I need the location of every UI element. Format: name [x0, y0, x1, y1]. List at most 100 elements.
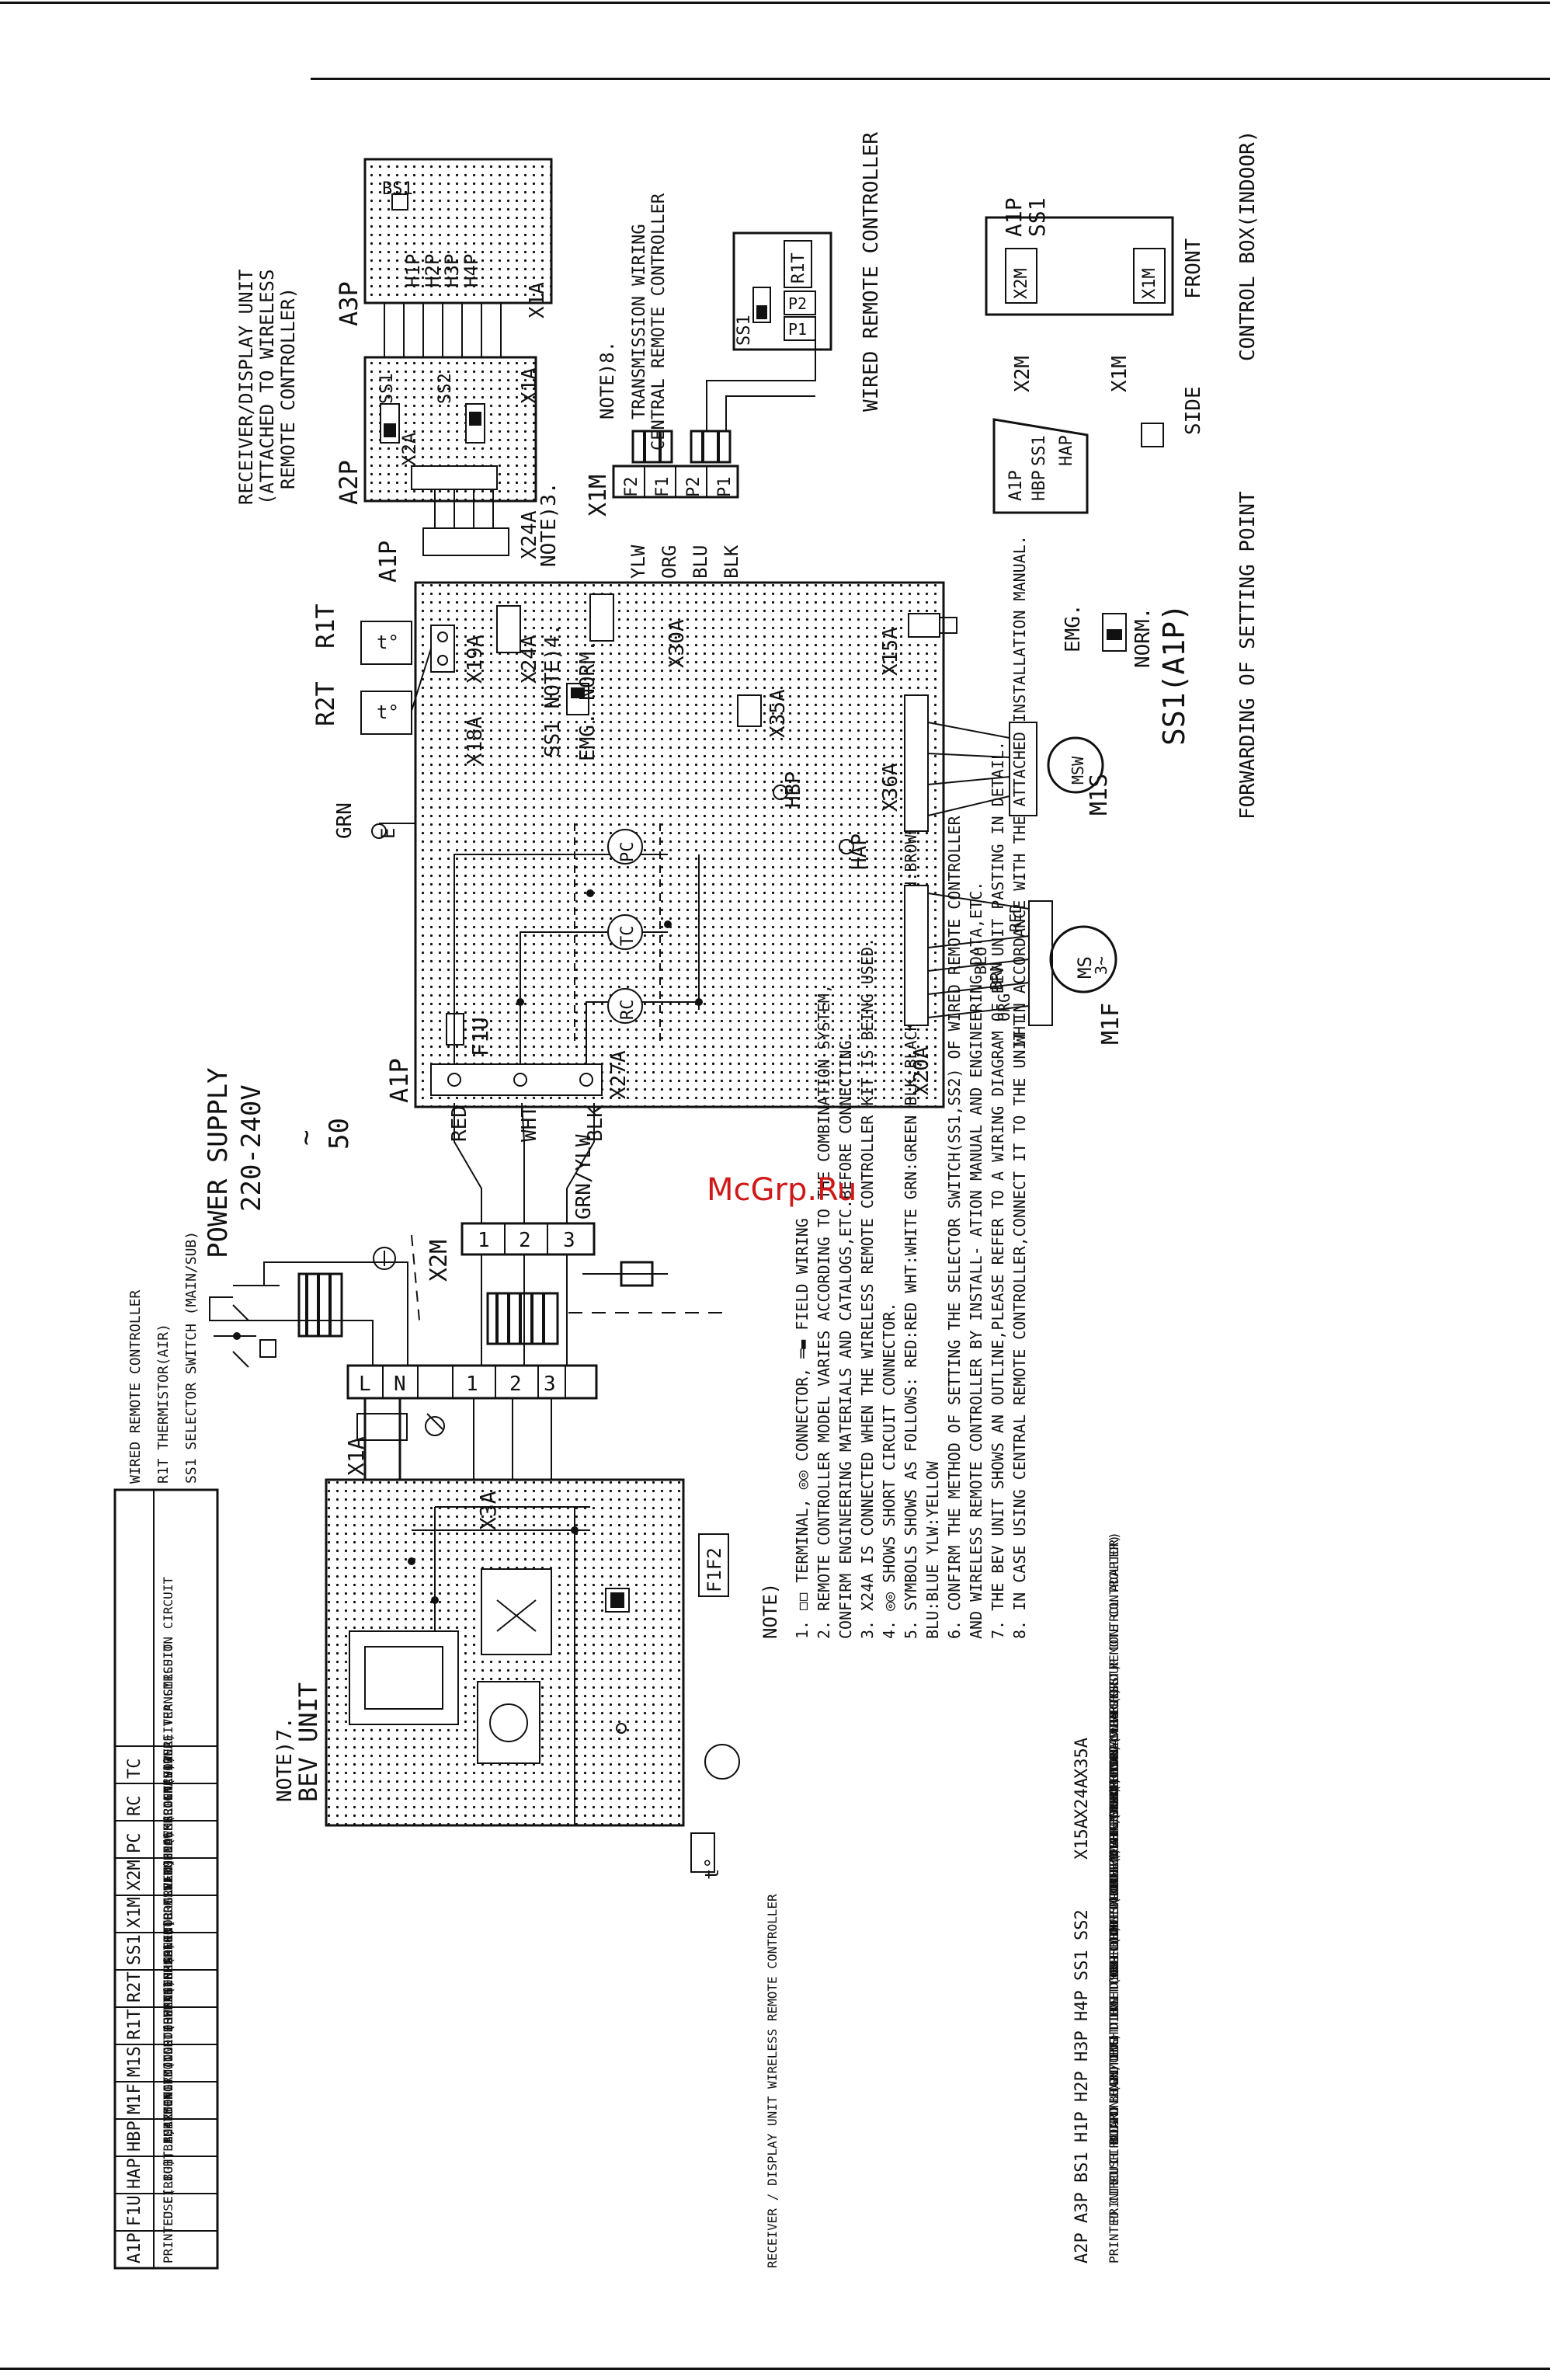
note-item: 7. THE BEV UNIT SHOWS AN OUTLINE,PLEASE … [989, 741, 1007, 1639]
x24a-label: X24A [518, 635, 541, 684]
legend-code: R1T [125, 2009, 144, 2040]
hbp-label: HBP [782, 771, 805, 808]
wire-blk-x1m: BLK [721, 545, 742, 579]
main-pcb: A1P X27A F1U PC TC RC X18A X19A X24A [333, 581, 957, 1108]
legend-desc: SIGNAL RECEIVER CIRCUIT [161, 1644, 176, 1816]
control-box-indoor: A1P SS1 X2M X1M FRONT CONTROL BOX(INDOOR… [985, 130, 1260, 514]
wire-ylw: YLW [627, 545, 649, 579]
ss1-note4-label: SS1 NOTE)4. [541, 624, 565, 757]
side-label: SIDE [1182, 386, 1205, 435]
x1m-label: X1M [585, 475, 612, 517]
legend-code: X15A [1072, 1818, 1092, 1860]
pc-label: PC [618, 842, 638, 863]
wire-grn-ylw: GRN/YLW [572, 1134, 596, 1220]
legend-desc: LIGHT EMITTING DIODE (FILTER SIGN-RED) [1107, 1777, 1121, 2062]
legend-desc: PRINTED CIRCUIT BOARD [161, 2107, 176, 2263]
note-item: 4. ◎◎ SHOWS SHORT CIRCUIT CONNECTOR. [880, 1303, 898, 1639]
f1u-label: F1U [467, 1017, 493, 1056]
legend-desc: CONNECTOR (WIRELESS REMOTE CONTROLLER) [1107, 1535, 1121, 1819]
a2p-x1a-label: X1A [518, 367, 541, 404]
bev-unit: NOTE)7. BEV UNIT X1A X3A F1F2 t° [273, 1436, 740, 1880]
legend-desc: SELECTOR SWITCH (EMERGENCY) [161, 1763, 176, 1965]
term-1: 1 [466, 1373, 478, 1396]
receiver-line-3: REMOTE CONTROLLER) [277, 287, 299, 489]
x24a-note-label: X24A [518, 510, 541, 559]
note-item: BLU:BLUE YLW:YELLOW [923, 1460, 942, 1639]
x20a-label: X20A [910, 1046, 933, 1095]
emg-norm-label: EMG. NORM. [576, 639, 599, 761]
legend-code: H1P [1072, 2111, 1092, 2142]
legend-desc: PUSH BUTTON (ON/OFF) [1107, 2033, 1121, 2183]
x36a-label: X36A [879, 763, 902, 812]
central-remote-label: CENTRAL REMOTE CONTROLLER [649, 193, 669, 451]
note-item: 6. CONFIRM THE METHOD OF SETTING THE SEL… [945, 815, 964, 1639]
wire-wht-motor: WHT [1010, 1017, 1029, 1045]
note-item: CONFIRM ENGINEERING MATERIALS AND CATALO… [836, 1031, 855, 1639]
bottom-rule [0, 2368, 1550, 2370]
legend-desc: MOTOR (INDOOR FAN) [161, 1980, 176, 2114]
m1f-label: M1F [1097, 1003, 1124, 1045]
legend-wired-row: SS1 SELECTOR SWITCH (MAIN/SUB) [183, 1231, 200, 1484]
a2p-ss2-label: SS2 [436, 373, 455, 404]
msw-label: MSW [1069, 756, 1087, 785]
term-3: 3 [544, 1373, 556, 1396]
wired-p2-label: P2 [788, 294, 807, 313]
x1m-transmission: X1M F2 F1 P2 P1 YLW ORG BLU BLK NOTE)8. … [585, 193, 816, 579]
x1m-p1: P1 [715, 477, 735, 498]
frequency-label: 50 [324, 1118, 355, 1150]
legend-desc: LIGHT EMITTING DIODE (DEFROST-ORENGE) [1107, 1745, 1121, 2021]
x2m-term-2: 2 [519, 1229, 531, 1252]
legend-code: R2T [125, 1971, 144, 2002]
r2t-t-label: t° [377, 701, 399, 723]
x19a-label: X19A [464, 635, 487, 684]
a1p-board [414, 581, 945, 1108]
wire-blu-motor: BLU [971, 947, 990, 975]
legend-code: SS1 [1072, 1950, 1092, 1981]
r1t-t-label: t° [377, 632, 399, 653]
legend-desc: PRINTED CIRCUIT BOARD [1107, 2107, 1121, 2263]
watermark: McGrp.Ru [707, 1172, 857, 1208]
tilde-label: ~ [290, 1130, 321, 1146]
front-label: FRONT [1182, 238, 1205, 299]
notes-block: NOTE) 1. ◻◻ TERMINAL, ◎◎ CONNECTOR, ═▬ F… [759, 535, 1029, 1639]
header-rule [311, 78, 1550, 80]
cb-x2m-label: X2M [1012, 268, 1031, 299]
legend-desc: LIGHT EMITTING DIODE (ON-GREEN) [161, 1919, 176, 2152]
hap-label: HAP [848, 833, 871, 870]
legend-desc: TERMINAL BLOCK(POWER) [161, 1734, 176, 1891]
bev-f1f2-label: F1F2 [704, 1547, 725, 1592]
legend-code: A2P [1072, 2232, 1092, 2263]
x15a-label: X15A [879, 627, 902, 676]
legend-desc: PRINTED CIRCUIT BOARD [1107, 2066, 1121, 2223]
note7-label: NOTE)7. [273, 1717, 297, 1802]
legend-desc: CONNECTOR FOR OPTIONAL PARTS [1107, 1690, 1121, 1900]
h2p-label: H2P [422, 254, 443, 287]
legend-code: SS2 [1072, 1909, 1092, 1940]
x35a-label: X35A [766, 689, 790, 738]
x2m-term-1: 1 [478, 1229, 490, 1252]
x27a-label: X27A [607, 1050, 631, 1099]
side-hap-label: HAP [1057, 435, 1076, 466]
legend-code: M1S [125, 2046, 144, 2077]
receiver-line-1: RECEIVER/DISPLAY UNIT [235, 270, 257, 505]
power-supply: POWER SUPPLY 220-240V ~ 50 [203, 1067, 443, 1430]
wired-ss1-label: SS1 [735, 315, 754, 346]
side-a1p-label: A1P [1006, 470, 1026, 501]
grn-label: GRN [333, 802, 356, 839]
legend-code: X24A [1072, 1778, 1092, 1819]
legend-code: HBP [125, 2121, 144, 2152]
legend-desc: SELECTOR SWITCH (MAIN/SUB) [1107, 1787, 1121, 1981]
ss1-forwarding: EMG. NORM. SS1(A1P) FORWARDING OF SETTIN… [1062, 491, 1260, 819]
term-2: 2 [509, 1373, 522, 1396]
wire-org: ORG [659, 545, 680, 579]
side-x1m-label: X1M [1108, 356, 1131, 392]
legend-desc: THERMISTOR(AIR) [161, 1928, 176, 2041]
legend-code: X1M [125, 1897, 144, 1928]
voltage-label: 220-240V [236, 1084, 267, 1212]
a2p-label: A2P [334, 460, 363, 505]
forwarding-label: FORWARDING OF SETTING POINT [1236, 491, 1260, 819]
legend-desc: FUSE( B ),3A, 250V [161, 2091, 176, 2226]
